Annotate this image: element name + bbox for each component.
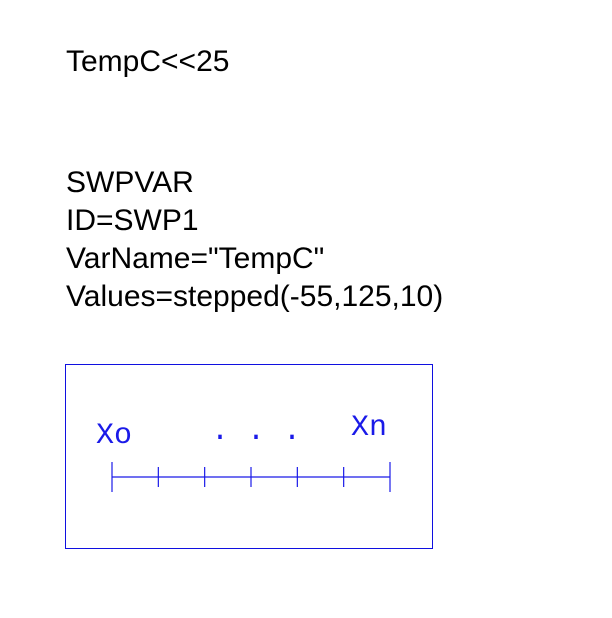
ellipsis-label: . . . bbox=[211, 415, 301, 449]
swpvar-varname: VarName="TempC" bbox=[66, 242, 325, 275]
swpvar-id: ID=SWP1 bbox=[66, 204, 199, 237]
sweep-symbol-box[interactable]: Xo . . . Xn bbox=[65, 364, 433, 549]
swpvar-block[interactable]: SWPVAR ID=SWP1 VarName="TempC" Values=st… bbox=[66, 164, 443, 316]
sweep-symbol: Xo . . . Xn bbox=[96, 411, 391, 492]
swpvar-values: Values=stepped(-55,125,10) bbox=[66, 280, 444, 313]
start-label: Xo bbox=[96, 419, 132, 453]
end-label: Xn bbox=[351, 411, 387, 445]
swpvar-title: SWPVAR bbox=[66, 166, 194, 199]
sweep-ruler bbox=[111, 462, 391, 492]
equation-label: TempC<<25 bbox=[66, 45, 230, 78]
